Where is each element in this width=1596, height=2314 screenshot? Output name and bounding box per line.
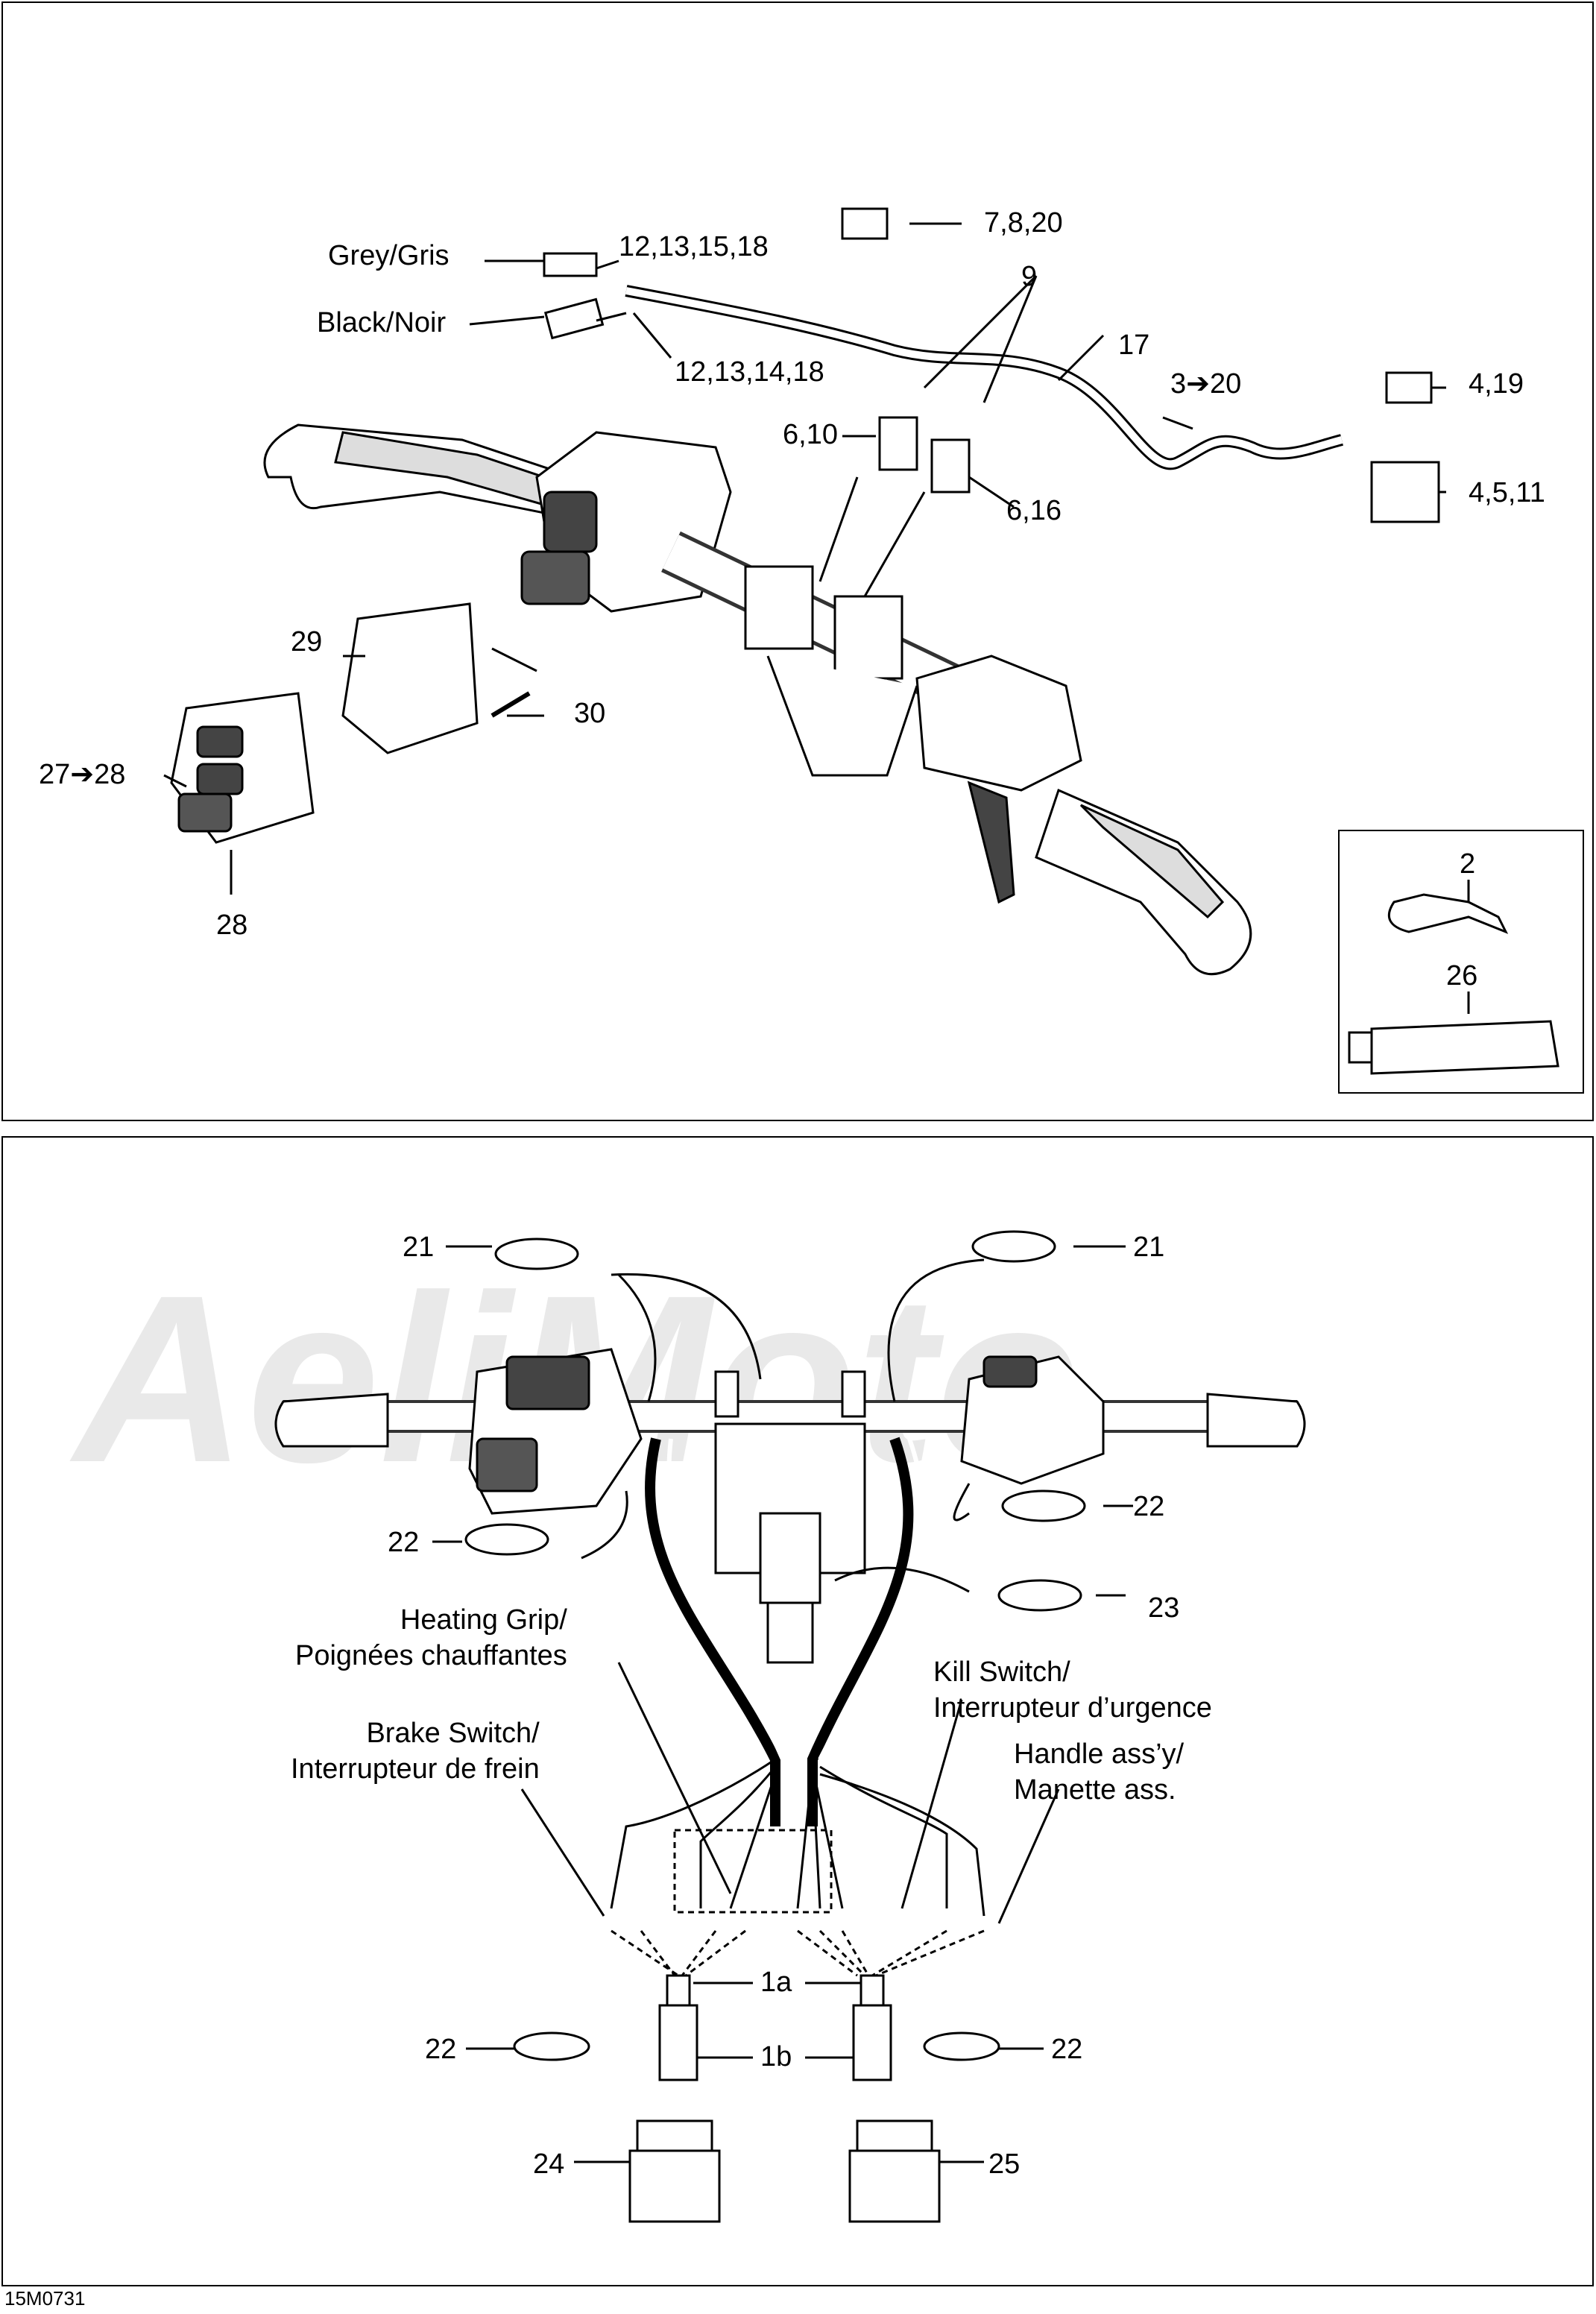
label-grey-refs: 12,13,15,18 — [619, 231, 769, 262]
top-panel — [1, 1, 1594, 1121]
label-handle-assy: Handle ass’y/ Manette ass. — [1014, 1738, 1185, 1806]
label-grey: Grey/Gris — [328, 240, 450, 271]
label-22-right: 22 — [1133, 1491, 1165, 1522]
label-27-to-28: 27➔28 — [39, 759, 126, 790]
label-26: 26 — [1446, 960, 1478, 992]
label-30: 30 — [574, 698, 606, 729]
label-heating-grip: Heating Grip/ Poignées chauffantes — [295, 1604, 567, 1671]
label-black-refs: 12,13,14,18 — [675, 356, 824, 388]
label-28: 28 — [216, 909, 248, 941]
label-1a: 1a — [760, 1967, 792, 1998]
label-1b: 1b — [760, 2041, 792, 2072]
bottom-handlebar-assembly — [274, 1230, 1306, 2223]
label-2: 2 — [1460, 848, 1476, 880]
label-21-left: 21 — [403, 1232, 435, 1263]
label-4-19: 4,19 — [1469, 368, 1524, 400]
inset-box — [1338, 830, 1584, 1094]
label-4-5-11: 4,5,11 — [1469, 477, 1545, 508]
label-24: 24 — [533, 2149, 565, 2180]
label-29: 29 — [291, 626, 323, 658]
label-22-bottom-right: 22 — [1051, 2034, 1083, 2065]
label-22-bottom-left: 22 — [425, 2034, 457, 2065]
label-23: 23 — [1148, 1592, 1180, 1624]
label-9: 9 — [1021, 261, 1038, 292]
label-black: Black/Noir — [317, 307, 447, 338]
label-7-8-20: 7,8,20 — [984, 207, 1063, 239]
label-3-to-20: 3➔20 — [1170, 368, 1242, 400]
label-kill-switch: Kill Switch/ Interrupteur d’urgence — [933, 1656, 1212, 1724]
label-22-left: 22 — [388, 1527, 420, 1558]
bottom-panel — [1, 1136, 1594, 2286]
label-21-right: 21 — [1133, 1232, 1165, 1263]
figure-code: 15M0731 — [4, 2287, 86, 2310]
label-17: 17 — [1118, 330, 1150, 361]
label-25: 25 — [988, 2149, 1021, 2180]
label-6-10: 6,10 — [783, 419, 838, 450]
label-6-16: 6,16 — [1006, 495, 1062, 526]
top-handlebar-assembly — [163, 207, 1559, 1075]
label-brake-switch: Brake Switch/ Interrupteur de frein — [291, 1718, 540, 1785]
